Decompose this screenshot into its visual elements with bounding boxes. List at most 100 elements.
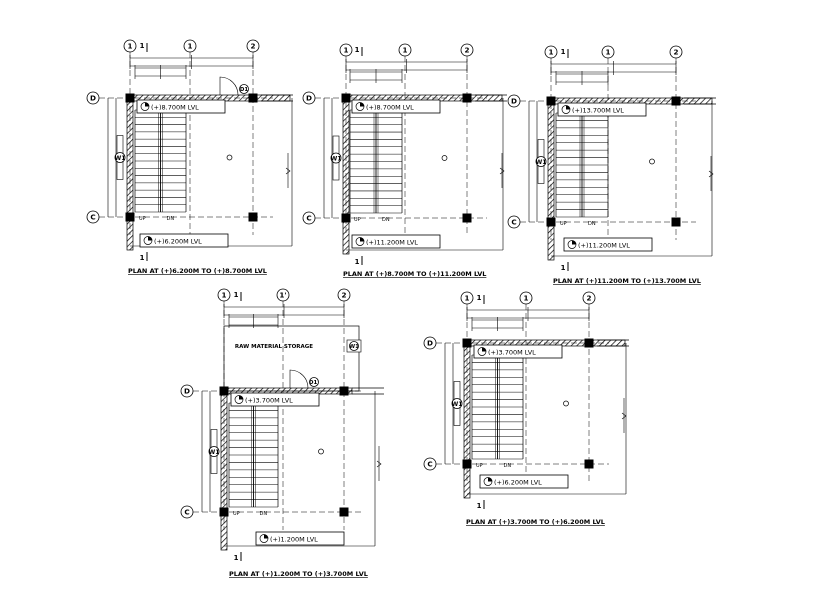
wall-hatched xyxy=(342,97,350,255)
column xyxy=(125,93,135,103)
level-tag-box xyxy=(230,392,320,407)
grid-bubble-label: 2 xyxy=(464,46,469,55)
level-marker-fill xyxy=(482,347,486,352)
grid-bubble-label: 1 xyxy=(221,291,226,300)
level-tag-box xyxy=(563,237,653,252)
storage-label: RAW MATERIAL STORAGE xyxy=(235,344,313,350)
grid-bubble-label: W1 xyxy=(452,401,463,408)
grid-bubble-label: D xyxy=(90,94,96,103)
level-marker-fill xyxy=(264,534,268,539)
grid-bubble-label: 1 xyxy=(187,42,192,51)
grid-bubble-circle xyxy=(309,377,319,387)
level-marker-fill xyxy=(360,102,364,107)
level-marker-fill xyxy=(488,477,492,482)
grid-bubble-label: 1 xyxy=(402,46,407,55)
column xyxy=(462,213,472,223)
column xyxy=(546,96,556,106)
level-tag-text: (+)1.200M LVL xyxy=(270,536,318,544)
grid-bubble-label: W1 xyxy=(209,449,220,456)
grid-bubble-D: D xyxy=(180,384,194,398)
level-tag-box xyxy=(557,102,647,117)
grid-bubble-1-prime: 1' xyxy=(276,288,290,302)
stair-up-note: UP xyxy=(476,463,483,469)
break-mark-icon xyxy=(376,460,382,468)
grid-bubble-circle xyxy=(535,156,547,167)
grid-bubble-label: D xyxy=(184,387,190,396)
center-mark-icon xyxy=(649,158,655,165)
grid-bubble-label: W1 xyxy=(115,155,126,162)
grid-bubble-2: 2 xyxy=(460,43,474,57)
grid-bubble-circle xyxy=(208,446,220,457)
grid-bubble-label: 1' xyxy=(279,291,286,300)
section-mark-top: 1 xyxy=(477,294,482,302)
bottom-level-tag: (+)11.200M LVL xyxy=(351,234,441,249)
break-mark-icon xyxy=(621,412,627,420)
grid-bubble-D: D xyxy=(302,91,316,105)
level-tag-text: (+)8.700M LVL xyxy=(151,104,199,112)
column xyxy=(584,338,594,348)
grid-bubble-label: 1 xyxy=(523,294,528,303)
column xyxy=(339,507,349,517)
grid-bubble-label: D xyxy=(427,339,433,348)
column xyxy=(248,212,258,222)
column xyxy=(584,459,594,469)
section-mark-bottom: 1 xyxy=(355,258,360,266)
column xyxy=(219,507,229,517)
plan-caption: PLAN AT (+)8.700M TO (+)11.200M LVL xyxy=(343,270,486,278)
grid-bubble-label: C xyxy=(511,218,516,227)
grid-bubble-circle xyxy=(349,341,359,351)
level-marker-fill xyxy=(566,105,570,110)
grid-bubble-label: C xyxy=(90,213,95,222)
top-level-tag: (+)8.700M LVL xyxy=(351,99,441,114)
storage-window-tag: W1 xyxy=(349,341,359,351)
grid-bubble-C: C xyxy=(507,215,521,229)
level-tag-box xyxy=(479,474,569,489)
column xyxy=(341,213,351,223)
grid-bubble-1: 1 xyxy=(339,43,353,57)
column xyxy=(125,212,135,222)
grid-bubble-1-prime: 1 xyxy=(183,39,197,53)
grid-bubble-label: D xyxy=(511,97,517,106)
stair-dn-note: DN xyxy=(382,217,390,223)
window-tag: W1 xyxy=(114,152,126,163)
grid-bubble-1-prime: 1 xyxy=(519,291,533,305)
section-mark-bottom: 1 xyxy=(234,554,239,562)
top-level-tag: (+)3.700M LVL xyxy=(473,344,563,359)
level-tag-text: (+)3.700M LVL xyxy=(245,397,293,405)
level-tag-text: (+)13.700M LVL xyxy=(572,107,624,115)
grid-bubble-2: 2 xyxy=(337,288,351,302)
column xyxy=(248,93,258,103)
bottom-level-tag: (+)6.200M LVL xyxy=(139,233,229,248)
level-marker-fill xyxy=(360,237,364,242)
grid-bubble-circle xyxy=(114,152,126,163)
level-tag-text: (+)11.200M LVL xyxy=(366,239,418,247)
door-tag: D1' xyxy=(309,377,319,387)
level-marker-fill xyxy=(145,102,149,107)
section-mark-top: 1 xyxy=(234,291,239,299)
grid-bubble-label: 2 xyxy=(586,294,591,303)
plan-caption: PLAN AT (+)1.200M TO (+)3.700M LVL xyxy=(229,570,368,578)
stair-dn-note: DN xyxy=(588,221,596,227)
column xyxy=(546,217,556,227)
grid-bubble-label: 1 xyxy=(464,294,469,303)
grid-bubble-label: C xyxy=(306,214,311,223)
top-level-tag: (+)3.700M LVL xyxy=(230,392,320,407)
grid-bubble-D: D xyxy=(423,336,437,350)
storage-room xyxy=(223,325,360,392)
grid-bubble-label: 2 xyxy=(250,42,255,51)
grid-bubble-label: W1 xyxy=(331,155,342,162)
grid-bubble-label: D xyxy=(306,94,312,103)
column xyxy=(462,459,472,469)
center-mark-icon xyxy=(318,448,324,455)
break-mark-icon xyxy=(499,167,505,175)
grid-bubble-label: W1 xyxy=(349,344,359,350)
wall-hatched xyxy=(126,97,134,251)
grid-bubble-label: C xyxy=(427,460,432,469)
center-mark-icon xyxy=(563,400,569,407)
section-mark-bottom: 1 xyxy=(561,264,566,272)
level-tag-box xyxy=(473,344,563,359)
